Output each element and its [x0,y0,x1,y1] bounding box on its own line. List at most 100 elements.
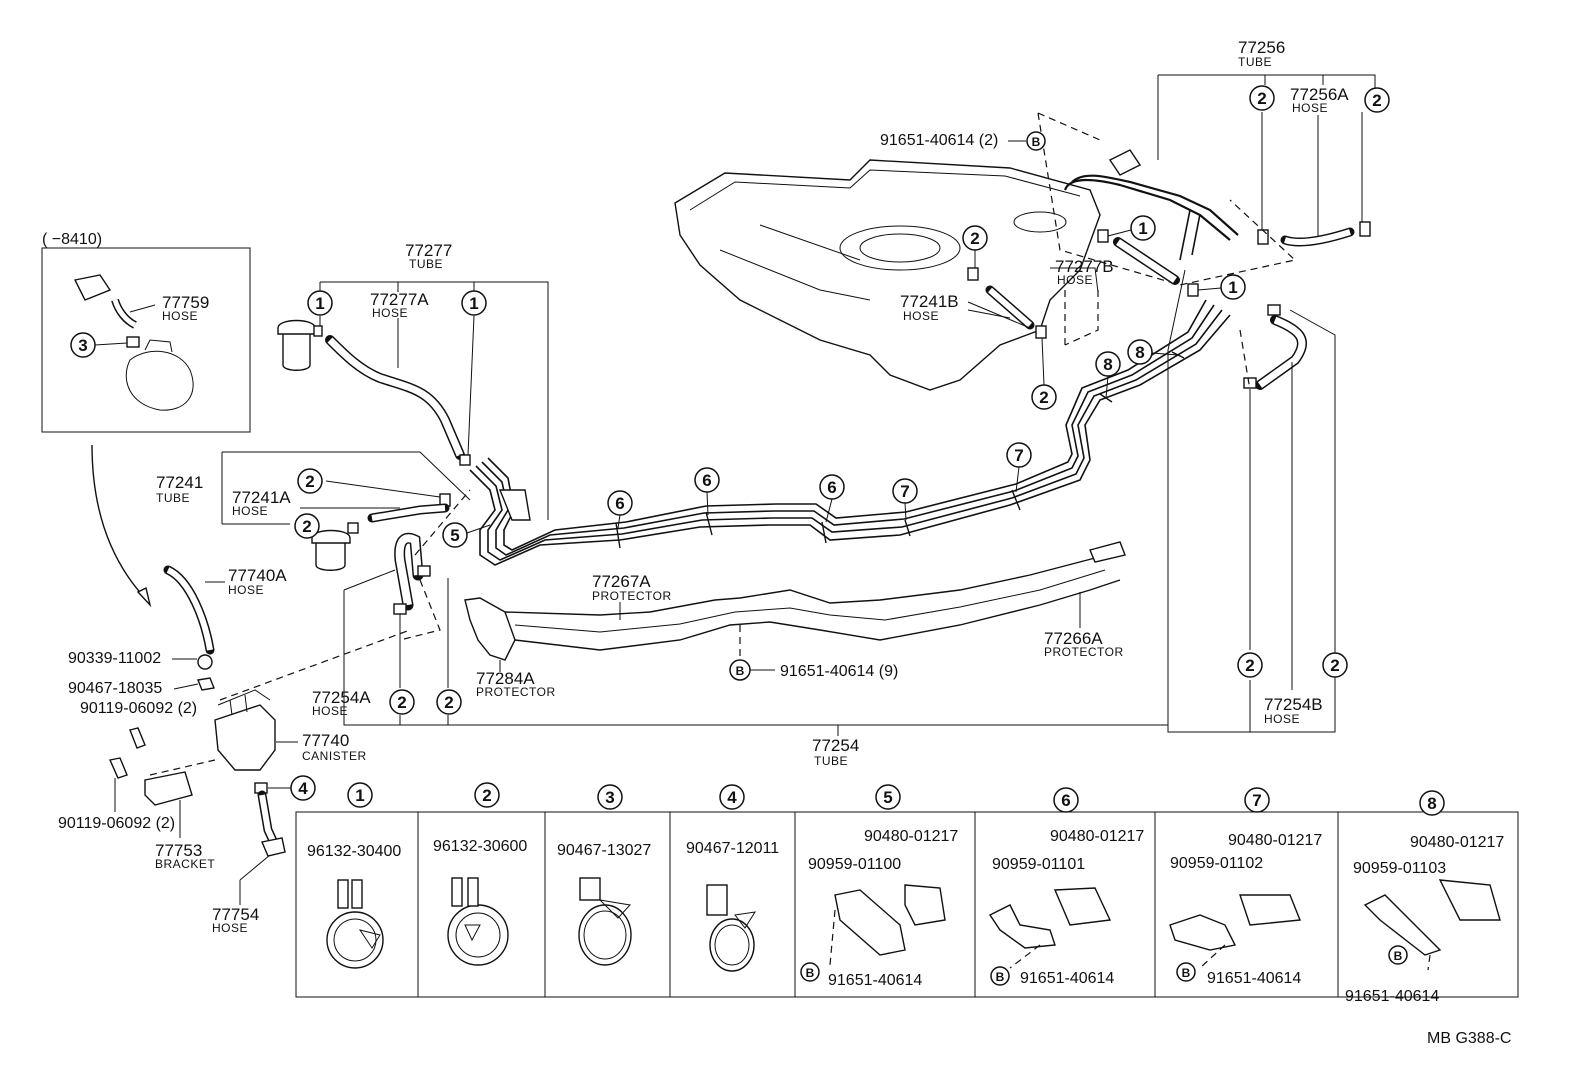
callout-1: 1 [1138,219,1147,238]
inset-arrow [91,444,146,599]
legend-ref-8: 8 [1427,794,1436,813]
callouts: 2 2 1 2 1 2 8 8 1 1 3 2 2 5 6 6 6 7 7 [70,85,1390,801]
label-77241b: 77241B [900,292,959,311]
label-77740: 77740 [302,731,349,750]
label-77254b: 77254B [1264,695,1323,714]
label-77759-sub: HOSE [162,309,198,323]
label-77277a: 77277A [370,290,429,309]
label-77740a: 77740A [228,566,287,585]
callout-7: 7 [900,482,909,501]
protectors [464,541,1126,665]
tank-hoses [967,229,1199,346]
label-77753-sub: BRACKET [155,857,215,871]
label-77241b-sub: HOSE [903,309,939,323]
label-77740a-sub: HOSE [228,583,264,597]
clamp-2-drawing [447,877,509,966]
legend-8-part-b: 90959-01103 [1353,860,1446,877]
legend-6-part-b: 90959-01101 [992,856,1085,873]
legend-ref-3: 3 [605,788,614,807]
legend-8-part-a: 90480-01217 [1410,834,1504,851]
label-77754: 77754 [212,905,259,924]
label-inset-range: ( −8410) [42,231,102,248]
callout-2: 2 [397,693,406,712]
legend-5-part-a: 90480-01217 [864,828,958,845]
label-77266a-sub: PROTECTOR [1044,645,1124,659]
legend-1-part: 96132-30400 [307,843,401,860]
label-77267a-sub: PROTECTOR [592,589,672,603]
label-77254b-sub: HOSE [1264,712,1300,726]
label-77284a: 77284A [476,669,535,688]
drawing-code: MB G388-C [1427,1030,1511,1047]
label-77277-sub: TUBE [409,257,443,271]
label-77753: 77753 [155,841,202,860]
label-77759: 77759 [162,293,209,312]
legend-5-part-b: 90959-01100 [808,856,901,873]
part-labels: 77256 TUBE 77256A HOSE 91651-40614 (2) B… [42,38,1511,1047]
tube-77256-group [1063,74,1376,261]
legend-6-part-c: 91651-40614 [1020,970,1114,987]
callout-3: 3 [78,336,87,355]
label-77277a-sub: HOSE [372,306,408,320]
legend-7-part-a: 90480-01217 [1228,832,1322,849]
label-77256a: 77256A [1290,85,1349,104]
callout-5: 5 [450,526,459,545]
callout-1: 1 [469,294,478,313]
callout-8: 8 [1103,355,1112,374]
callout-2: 2 [970,229,979,248]
legend-table [295,811,1519,998]
legend-3-part: 90467-13027 [557,842,651,859]
legend-5-part-c: 91651-40614 [828,972,922,989]
clamp-1-drawing [326,879,384,969]
callout-6: 6 [702,471,711,490]
callout-2: 2 [302,517,311,536]
clip-5-drawing [829,884,946,966]
legend-ref-7: 7 [1252,791,1261,810]
legend-5-bolt: B [806,966,815,980]
legend-ref-4: 4 [727,788,737,807]
callout-2: 2 [1245,656,1254,675]
label-77241: 77241 [156,473,203,492]
legend-7-bolt: B [1182,966,1191,980]
label-77277b-sub: HOSE [1057,273,1093,287]
clamp-bands [615,351,1185,549]
label-90467-18035: 90467-18035 [68,680,162,697]
legend-ref-2: 2 [482,786,491,805]
arrow-head [136,586,152,608]
label-90119-b: 90119-06092 (2) [58,815,175,832]
label-90339: 90339-11002 [68,650,161,667]
clip-6-drawing [988,887,1112,969]
legend-labels: 1 2 3 4 5 6 7 8 96132-30400 96132-30600 … [307,782,1504,1005]
label-77254: 77254 [812,736,859,755]
legend-8-bolt: B [1394,949,1403,963]
fuel-tank [674,159,1101,391]
legend-ref-1: 1 [355,786,364,805]
legend-ref-5: 5 [883,788,892,807]
label-77266a: 77266A [1044,629,1103,648]
callout-1: 1 [1228,278,1237,297]
callout-2: 2 [1372,91,1381,110]
label-90119-a: 90119-06092 (2) [80,700,197,717]
bolt-mid-ref: B [736,664,745,678]
inset-box [41,247,251,433]
label-77754-sub: HOSE [212,921,248,935]
legend-2-part: 96132-30600 [433,838,527,855]
label-77256: 77256 [1238,38,1285,57]
label-77254a-sub: HOSE [312,704,348,718]
legend-6-bolt: B [996,970,1005,984]
label-bolt-mid: 91651-40614 (9) [780,663,898,680]
bolt-top-ref: B [1032,135,1041,149]
callout-7: 7 [1014,446,1023,465]
clip-8-drawing [1363,879,1501,971]
clip-7-drawing [1169,894,1301,969]
label-77254-sub: TUBE [814,754,848,768]
tube-77277-group [277,281,549,520]
callout-4: 4 [298,779,308,798]
label-77267a: 77267A [592,572,651,591]
legend-4-part: 90467-12011 [686,840,779,857]
callout-2: 2 [444,693,453,712]
right-hoses [1167,269,1336,733]
legend-7-part-b: 90959-01102 [1170,855,1263,872]
label-77277b: 77277B [1055,257,1114,276]
callout-6: 6 [615,494,624,513]
canister-group [109,565,411,905]
